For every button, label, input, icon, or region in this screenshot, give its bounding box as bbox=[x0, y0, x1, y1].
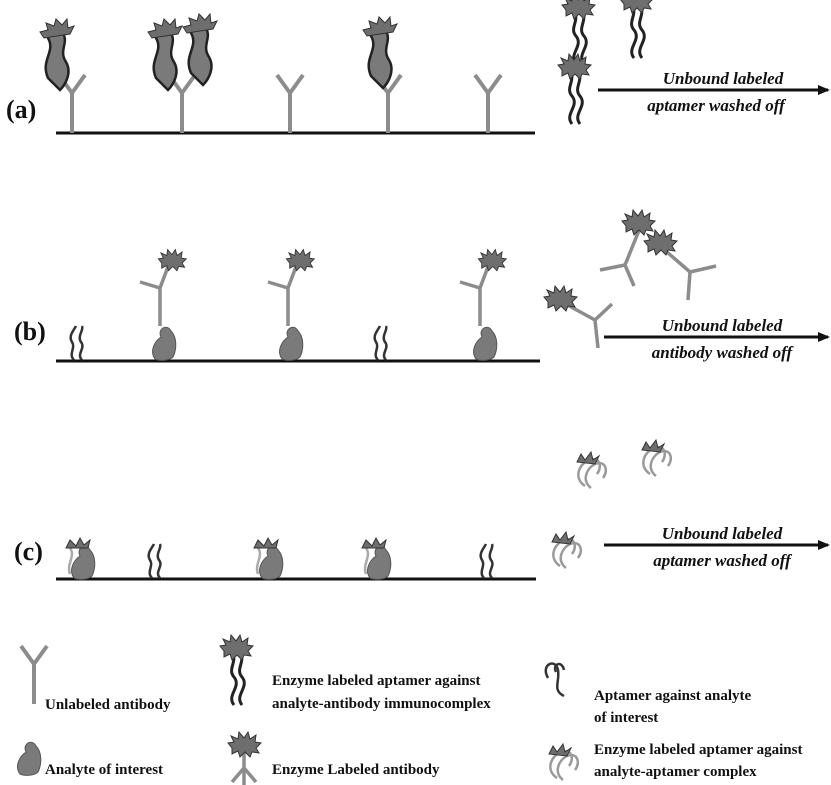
free-enzyme-antibody-b1 bbox=[600, 210, 655, 286]
aptamer-c1 bbox=[149, 544, 161, 578]
legend-enzyme-aptamer-immuno-label-1: Enzyme labeled aptamer against bbox=[272, 673, 480, 689]
enzyme-antibody-b3 bbox=[460, 250, 506, 327]
panel-a: (a) Unbound labeled aptamer washed off bbox=[6, 0, 828, 133]
legend-aptamer-analyte-label-1: Aptamer against analyte bbox=[594, 688, 752, 704]
free-light-aptamer-c3 bbox=[552, 532, 581, 568]
complex-c1 bbox=[66, 538, 95, 579]
free-enzyme-aptamer-a2 bbox=[620, 0, 653, 58]
aptamer-b1 bbox=[71, 326, 83, 360]
free-light-aptamer-c1 bbox=[577, 452, 606, 488]
legend-unlabeled-antibody-label: Unlabeled antibody bbox=[45, 697, 171, 713]
legend-enzyme-aptamer-complex-label-1: Enzyme labeled aptamer against bbox=[594, 742, 802, 758]
wash-text-c-line1: Unbound labeled bbox=[662, 524, 783, 543]
legend-unlabeled-antibody: Unlabeled antibody bbox=[21, 646, 171, 713]
complex-c2 bbox=[254, 538, 283, 579]
wash-text-a-line1: Unbound labeled bbox=[663, 69, 784, 88]
aptamer-b2 bbox=[375, 326, 387, 360]
bound-enzyme-aptamer-a3 bbox=[183, 14, 217, 85]
legend-aptamer-analyte: Aptamer against analyte of interest bbox=[546, 664, 752, 726]
legend-analyte-label: Analyte of interest bbox=[45, 762, 163, 778]
analyte-b3 bbox=[474, 327, 497, 360]
antibody-a5 bbox=[475, 75, 501, 133]
wash-text-b-line1: Unbound labeled bbox=[662, 316, 783, 335]
enzyme-antibody-b1 bbox=[140, 250, 186, 327]
legend-enzyme-aptamer-complex: Enzyme labeled aptamer against analyte-a… bbox=[549, 742, 802, 780]
aptamer-c2 bbox=[481, 544, 493, 578]
legend-enzyme-antibody: Enzyme Labeled antibody bbox=[228, 732, 440, 785]
wash-text-c-line2: aptamer washed off bbox=[653, 551, 793, 570]
wash-text-a-line2: aptamer washed off bbox=[647, 96, 787, 115]
legend-enzyme-antibody-label: Enzyme Labeled antibody bbox=[272, 762, 440, 778]
panel-b: (b) Unbound labeled bbox=[14, 210, 828, 362]
wash-text-b-line2: antibody washed off bbox=[652, 343, 795, 362]
legend-aptamer-analyte-label-2: of interest bbox=[594, 710, 658, 726]
bound-enzyme-aptamer-a1 bbox=[40, 19, 74, 90]
analyte-b1 bbox=[153, 327, 176, 360]
legend-enzyme-aptamer-immuno-label-2: analyte-antibody immunocomplex bbox=[272, 696, 491, 712]
panel-c: (c) Unbound labeled aptamer washed off bbox=[14, 440, 828, 579]
bound-enzyme-aptamer-a4 bbox=[363, 17, 397, 88]
antibody-a3 bbox=[277, 75, 303, 133]
enzyme-antibody-b2 bbox=[268, 250, 314, 327]
analyte-b2 bbox=[280, 327, 303, 360]
bound-enzyme-aptamer-a2 bbox=[148, 19, 182, 90]
panel-label-a: (a) bbox=[6, 95, 36, 124]
free-enzyme-antibody-b2 bbox=[644, 230, 716, 300]
complex-c3 bbox=[362, 538, 391, 579]
legend: Unlabeled antibody Enzyme labeled aptame… bbox=[18, 635, 803, 785]
panel-label-b: (b) bbox=[14, 317, 46, 346]
free-enzyme-antibody-b3 bbox=[544, 286, 612, 348]
free-light-aptamer-c2 bbox=[642, 440, 671, 476]
legend-enzyme-aptamer-immuno: Enzyme labeled aptamer against analyte-a… bbox=[220, 635, 491, 712]
panel-label-c: (c) bbox=[14, 537, 43, 566]
legend-enzyme-aptamer-complex-label-2: analyte-aptamer complex bbox=[594, 764, 757, 780]
legend-analyte: Analyte of interest bbox=[18, 742, 164, 778]
free-enzyme-aptamer-a3 bbox=[558, 54, 591, 124]
